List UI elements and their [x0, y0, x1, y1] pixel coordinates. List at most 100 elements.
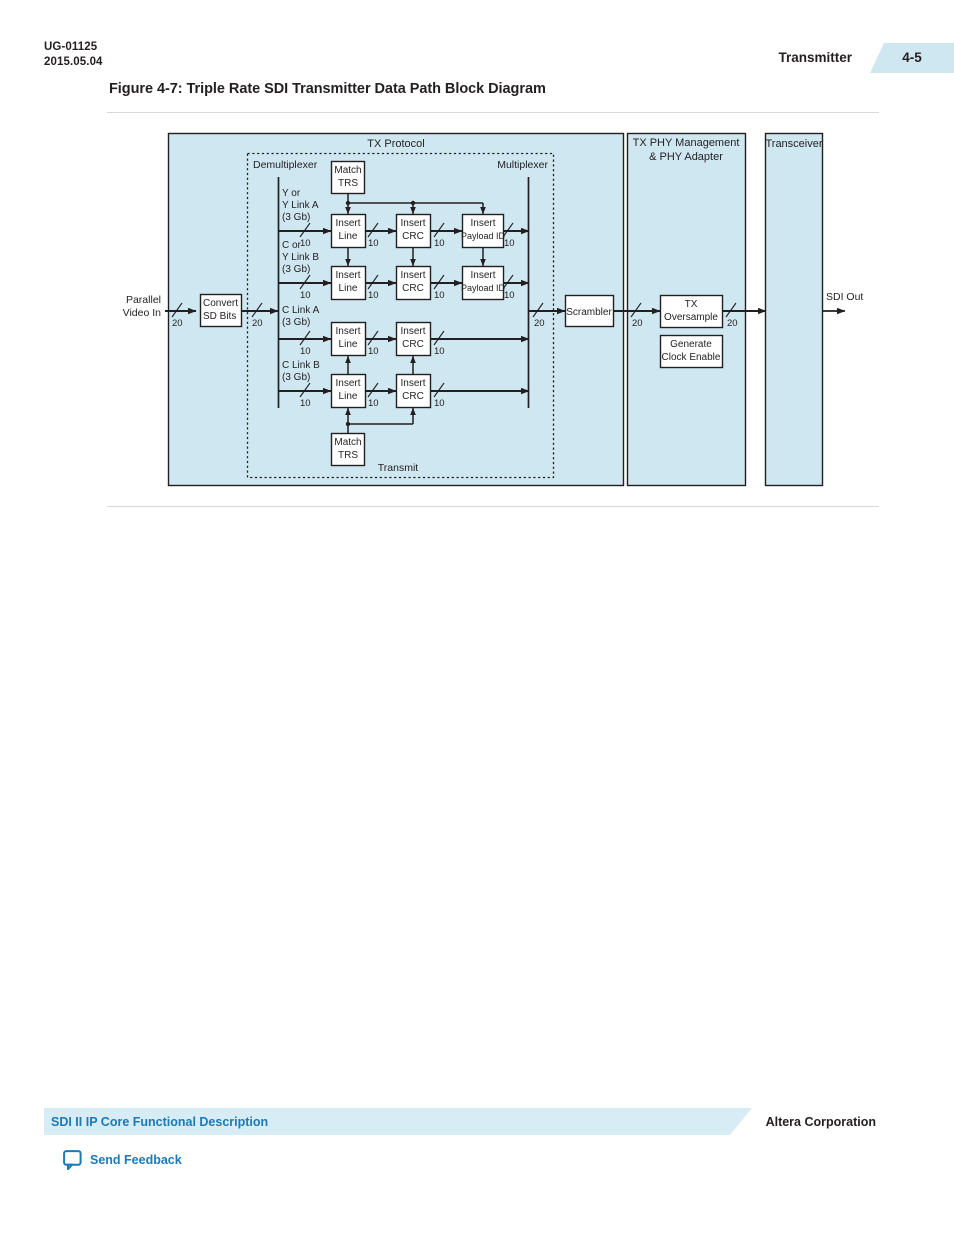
block-label-insert-crc-4-a: Insert	[400, 378, 425, 389]
block-label-insert-crc-3-b: CRC	[402, 339, 424, 350]
block-generate-clock-enable	[659, 334, 724, 369]
input-label-line1: Parallel	[126, 294, 161, 306]
bus-slash-oversample-out	[725, 302, 737, 318]
block-insert-line-4	[330, 373, 367, 409]
block-label-insert-crc-1-a: Insert	[400, 218, 425, 229]
bus-slash-row4-a	[299, 382, 311, 398]
bus-width-row2-a: 10	[300, 290, 311, 301]
block-label-insert-line-3-b: Line	[339, 339, 358, 350]
block-label-generate-clock-b: Clock Enable	[662, 352, 721, 363]
junction-dot-bottom	[345, 421, 351, 427]
bus-slash-row2-c	[433, 274, 445, 290]
output-label-sdi-out: SDI Out	[826, 291, 863, 303]
bus-slash-row1-b	[367, 222, 379, 238]
figure-top-rule	[107, 112, 879, 113]
block-insert-line-1	[330, 213, 367, 249]
bus-slash-input	[171, 302, 183, 318]
bus-width-oversample-out: 20	[727, 318, 738, 329]
bus-width-row4-a: 10	[300, 398, 311, 409]
block-convert-sd-bits	[199, 293, 243, 328]
block-label-insert-line-2-b: Line	[339, 283, 358, 294]
block-label-insert-payload-2-a: Insert	[470, 270, 495, 281]
channel-3-label-line1: C Link A	[282, 305, 320, 316]
block-label-match-trs-top-b: TRS	[338, 178, 358, 189]
chapter-title: Transmitter	[778, 50, 852, 65]
bus-slash-row3-a	[299, 330, 311, 346]
channel-2-label-line2: Y Link B	[282, 252, 319, 263]
channel-1-label-line3: (3 Gb)	[282, 212, 310, 223]
footer-bar	[44, 1108, 752, 1135]
channel-3-label-line2: (3 Gb)	[282, 317, 310, 328]
block-label-insert-crc-2-a: Insert	[400, 270, 425, 281]
block-label-match-trs-bottom-a: Match	[334, 437, 361, 448]
bus-width-row1-d: 10	[504, 238, 515, 249]
bus-width-row2-c: 10	[434, 290, 445, 301]
block-insert-crc-2	[395, 265, 432, 301]
figure-caption: Figure 4-7: Triple Rate SDI Transmitter …	[109, 81, 546, 97]
block-scrambler	[564, 294, 615, 328]
bus-width-row3-a: 10	[300, 346, 311, 357]
block-label-match-trs-top-a: Match	[334, 165, 361, 176]
bus-slash-row3-b	[367, 330, 379, 346]
bus-width-row2-d: 10	[504, 290, 515, 301]
bus-width-convert-out: 20	[252, 318, 263, 329]
block-label-insert-line-2-a: Insert	[335, 270, 360, 281]
container-label-transceiver: Transceiver	[765, 138, 822, 150]
block-label-insert-crc-1-b: CRC	[402, 231, 424, 242]
block-insert-payload-id-1	[461, 213, 505, 249]
bus-slash-row3-c	[433, 330, 445, 346]
block-label-insert-line-4-b: Line	[339, 391, 358, 402]
channel-2-label-line3: (3 Gb)	[282, 264, 310, 275]
block-label-insert-line-1-b: Line	[339, 231, 358, 242]
block-label-tx-oversample-b: Oversample	[664, 312, 718, 323]
block-insert-crc-4	[395, 373, 432, 409]
bus-slash-row2-a	[299, 274, 311, 290]
bus-width-row2-b: 10	[368, 290, 379, 301]
channel-2-label-line1: C or	[282, 240, 302, 251]
channel-1-label-line1: Y or	[282, 188, 301, 199]
container-label-multiplexer: Multiplexer	[497, 159, 548, 171]
block-insert-payload-id-2	[461, 265, 505, 301]
bus-width-row4-c: 10	[434, 398, 445, 409]
container-transceiver	[764, 132, 824, 487]
bus-slash-row4-b	[367, 382, 379, 398]
bus-width-row4-b: 10	[368, 398, 379, 409]
page-number-tab: 4-5	[870, 43, 954, 73]
block-label-generate-clock-a: Generate	[670, 339, 712, 350]
page-header: UG-01125 2015.05.04 Transmitter 4-5	[0, 0, 954, 110]
container-transmit-region	[246, 152, 555, 479]
container-label-tx-protocol: TX Protocol	[367, 138, 424, 150]
block-label-insert-crc-2-b: CRC	[402, 283, 424, 294]
bus-slash-row1-c	[433, 222, 445, 238]
container-tx-protocol	[167, 132, 625, 487]
bus-slash-row2-d	[502, 274, 514, 290]
block-label-insert-crc-4-b: CRC	[402, 391, 424, 402]
block-tx-oversample	[659, 294, 724, 329]
block-label-insert-crc-3-a: Insert	[400, 326, 425, 337]
block-label-match-trs-bottom-b: TRS	[338, 450, 358, 461]
container-tx-phy-management	[626, 132, 747, 487]
bus-width-row3-b: 10	[368, 346, 379, 357]
figure-bottom-rule	[107, 506, 879, 507]
footer-company-name: Altera Corporation	[765, 1115, 876, 1129]
block-insert-line-3	[330, 321, 367, 357]
bus-width-row1-a: 10	[300, 238, 311, 249]
speech-bubble-icon	[63, 1150, 82, 1170]
junction-dot-top-b	[410, 200, 416, 206]
block-insert-crc-3	[395, 321, 432, 357]
bus-width-row1-b: 10	[368, 238, 379, 249]
channel-4-label-line2: (3 Gb)	[282, 372, 310, 383]
block-label-insert-payload-1-a: Insert	[470, 218, 495, 229]
block-label-insert-line-3-a: Insert	[335, 326, 360, 337]
block-label-convert-line1: Convert	[203, 298, 238, 309]
send-feedback-link[interactable]: Send Feedback	[63, 1150, 182, 1170]
bus-width-row1-c: 10	[434, 238, 445, 249]
channel-1-label-line2: Y Link A	[282, 200, 319, 211]
container-label-tx-phy-line2: & PHY Adapter	[649, 151, 723, 163]
container-label-tx-phy-line1: TX PHY Management	[633, 137, 740, 149]
bus-slash-row2-b	[367, 274, 379, 290]
channel-4-label-line1: C Link B	[282, 360, 320, 371]
junction-dot-top-a	[345, 200, 351, 206]
bus-slash-row1-d	[502, 222, 514, 238]
